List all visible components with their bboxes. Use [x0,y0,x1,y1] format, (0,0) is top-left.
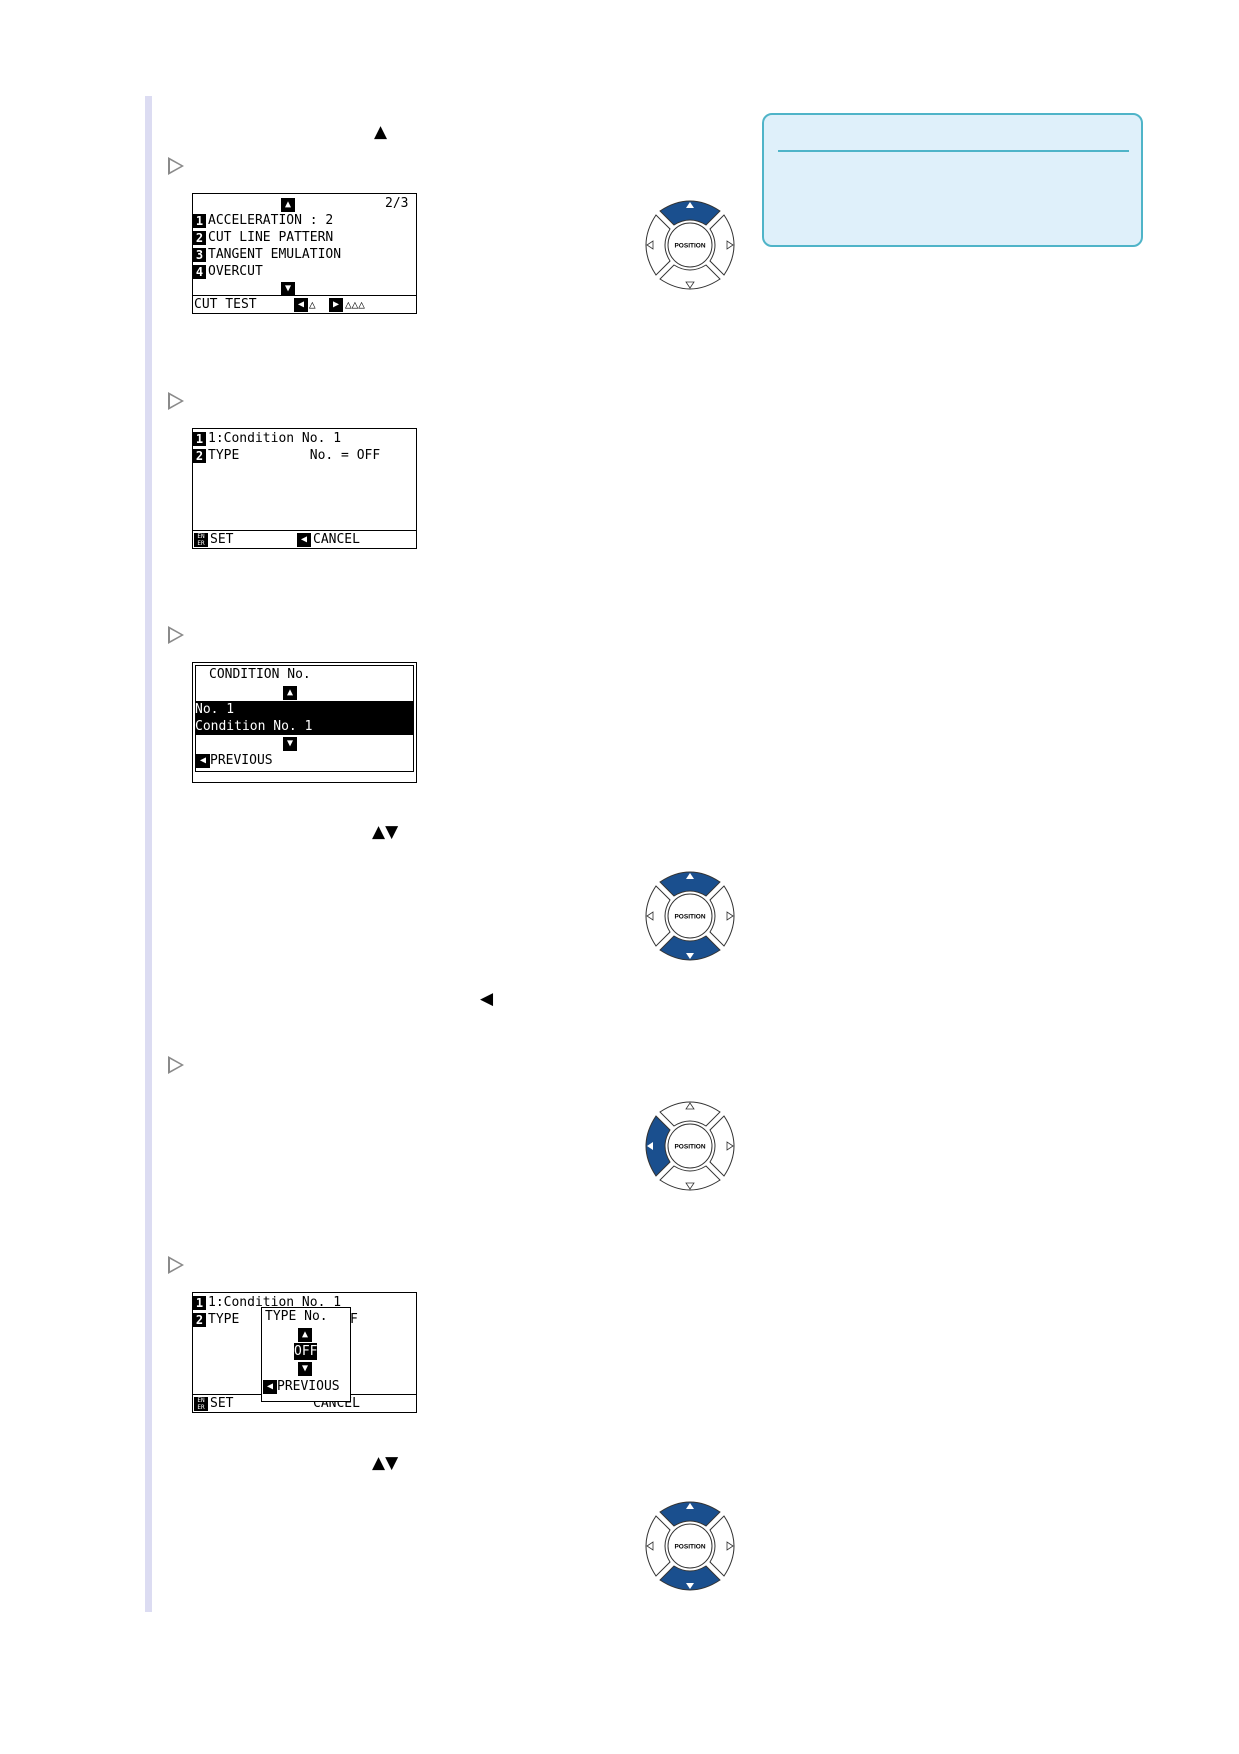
popup-down-icon: ▼ [298,1361,312,1376]
pad-label: POSITION [674,1144,705,1151]
lcd-footer-label: CUT TEST [194,297,257,312]
lcd-left-key-icon: ◀ [297,533,311,547]
up-down-key-glyph: ▲▼ [372,822,399,842]
left-key-glyph: ◀ [480,989,494,1009]
lcd-up-icon: ▲ [283,685,297,700]
pad-label: POSITION [674,914,705,921]
step-arrow-icon [168,157,184,175]
lcd-screen-condition-no: CONDITION No. ▲ No. 1 Condition No. 1 ▼ … [192,662,417,783]
position-pad-left: POSITION [640,1096,740,1196]
enter-key-icon: EN ER [194,533,208,547]
lcd-set-label: SET [210,532,234,547]
up-key-glyph: ▲ [374,122,388,142]
step-arrow-icon [168,1256,184,1274]
lcd-page-indicator: 2/3 [385,196,409,211]
popup-title: TYPE No. [265,1309,328,1324]
lcd-footer: CUT TEST ◀ △ ▶ △△△ [193,295,416,314]
lcd-right-key-icon: ▶ [329,298,343,312]
lcd-up-icon: ▲ [281,197,295,212]
lcd-left-key-icon: ◀ [294,298,308,312]
lcd-down-icon: ▼ [283,736,297,751]
lcd-selected-row-2: Condition No. 1 [195,718,413,735]
pad-label: POSITION [674,243,705,250]
lcd-footer: EN ER SET ◀ CANCEL [193,530,416,549]
lcd-set-label: SET [210,1396,234,1411]
page-sidebar-stripe [145,96,152,1612]
lcd-cancel-label: CANCEL [313,532,360,547]
step-arrow-icon [168,1056,184,1074]
note-divider [778,150,1129,152]
popup-previous: ◀PREVIOUS [263,1378,340,1395]
lcd-footer-tri-2: △△△ [345,298,365,311]
position-pad-up: POSITION [640,195,740,295]
lcd-footer-tri-1: △ [309,298,316,311]
position-pad-up-down: POSITION [640,866,740,966]
lcd-title: CONDITION No. [209,667,311,682]
type-popup: TYPE No. ▲ OFF ▼ ◀PREVIOUS [261,1307,351,1402]
popup-value: OFF [294,1343,318,1360]
lcd-down-icon: ▼ [281,281,295,296]
lcd-selected-row-1: No. 1 [195,701,413,718]
lcd-hidden-value: F [350,1312,358,1327]
position-pad-up-down: POSITION [640,1496,740,1596]
note-box [762,113,1143,247]
enter-key-icon: EN ER [194,1397,208,1411]
pad-label: POSITION [674,1544,705,1551]
lcd-previous: ◀PREVIOUS [196,752,273,769]
step-arrow-icon [168,626,184,644]
up-down-key-glyph: ▲▼ [372,1453,399,1473]
step-arrow-icon [168,392,184,410]
popup-up-icon: ▲ [298,1327,312,1342]
